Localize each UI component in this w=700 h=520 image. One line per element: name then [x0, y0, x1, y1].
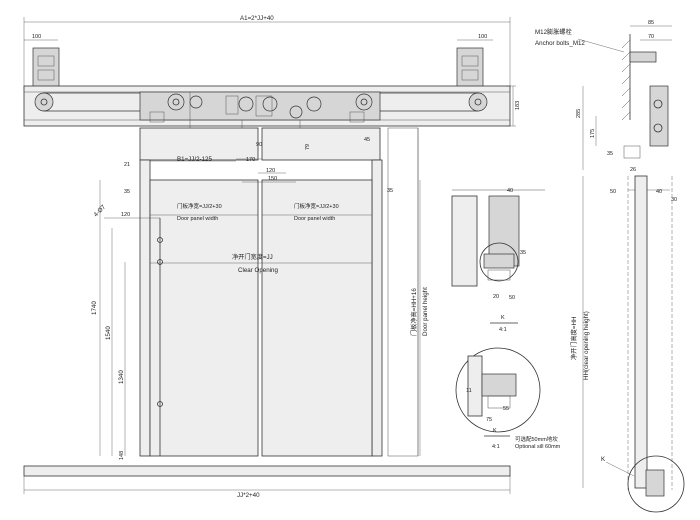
side-dim-30: 30: [671, 197, 677, 203]
side-dim-175: 175: [590, 129, 596, 138]
panel-width-label-cn-right: 门板净宽=JJ/2+30: [294, 202, 339, 210]
side-dim-285: 285: [576, 109, 582, 118]
side-detail-circle: [627, 455, 685, 513]
header-dimensions: B1=JJ/2-125 170 90 79 45 120 150 21 35 3…: [124, 137, 393, 195]
opening-height-label-cn: 净开门高度=HH: [570, 317, 578, 361]
dim-35-left: 35: [124, 189, 130, 195]
wall-hatch: [621, 39, 631, 121]
bracket-dimensions: 100 100: [24, 34, 493, 41]
panel-height-label-en: Door panel height: [422, 287, 429, 336]
clear-opening-label-cn: 净开门宽度=JJ: [232, 253, 273, 261]
side-dim-50: 50: [610, 189, 616, 195]
front-view: A1=2*JJ+40 100 100 183: [23, 15, 521, 499]
side-dim-85: 85: [648, 20, 654, 26]
detail-dim-35: 35: [520, 250, 526, 256]
side-dim-40: 40: [656, 189, 662, 195]
panel-height-dimension: 门板净高=HH+16 Door panel height: [410, 180, 429, 456]
drive-mechanism: [139, 91, 381, 134]
bracket-right-width: 100: [478, 34, 487, 40]
detail-dim-55: 55: [503, 406, 509, 412]
detail-view-top: 40 35 20 50 K 4:1: [451, 188, 545, 333]
panel-width-dimensions: 门板净宽=JJ/2+30 Door panel width 门板净宽=JJ/2+…: [150, 202, 372, 222]
clear-opening-dimension: 净开门宽度=JJ Clear Opening: [150, 253, 372, 274]
detail-circle-top: [479, 242, 519, 282]
overall-width-label: A1=2*JJ+40: [240, 15, 274, 22]
detail-view-bottom: 11 75 55 K 4:1 可选配50mm地坎 Optional sill 6…: [455, 347, 561, 450]
dim-1540: 1540: [105, 326, 112, 340]
pulley-right: [468, 92, 488, 112]
dim-1740: 1740: [91, 301, 98, 315]
door-panel-right: [261, 179, 373, 457]
sill-note-en: Optional sill 60mm: [515, 444, 561, 450]
detail-dim-50: 50: [509, 295, 515, 301]
dim-21: 21: [124, 162, 130, 168]
dim-45: 45: [364, 137, 370, 143]
detail-dim-20: 20: [493, 294, 499, 300]
anchor-label-cn: M12膨胀螺栓: [535, 28, 572, 36]
detail-dim-40: 40: [507, 188, 513, 194]
bracket-left-width: 100: [32, 34, 41, 40]
panel-width-label-en-left: Door panel width: [177, 216, 218, 222]
side-dim-70: 70: [648, 34, 654, 40]
panel-width-label-en-right: Door panel width: [294, 216, 335, 222]
side-hanger: [649, 85, 669, 147]
floor-sill: [23, 465, 511, 477]
b1-label: B1=JJ/2-125: [177, 156, 212, 163]
clear-opening-label-en: Clear Opening: [238, 267, 278, 274]
panel-width-label-cn-left: 门板净宽=JJ/2+30: [177, 202, 222, 210]
door-panel-left: [149, 179, 259, 457]
side-dim-26: 26: [630, 167, 636, 173]
mounting-bracket-left: [32, 47, 60, 89]
dim-120-top: 120: [266, 168, 275, 174]
anchor-label-en: Anchor bolts_M12: [535, 40, 585, 47]
dim-120-left: 120: [121, 212, 130, 218]
panel-height-label-cn: 门板净高=HH+16: [410, 288, 418, 336]
dim-90: 90: [256, 142, 262, 148]
mounting-bracket-right: [456, 47, 484, 89]
hanger-plate-left: [139, 127, 259, 161]
bottom-width-label: JJ*2+40: [237, 492, 260, 499]
dim-79: 79: [305, 144, 311, 150]
frame-post-left: [139, 159, 151, 457]
detail-circle-bottom: [455, 347, 541, 433]
detail-dim-11: 11: [466, 388, 472, 394]
header-height-label: 183: [515, 101, 521, 110]
side-door-panel: [634, 175, 648, 489]
detail-k-top: K: [501, 315, 505, 321]
dim-148: 148: [119, 451, 125, 460]
hanger-plate-right: [261, 127, 381, 161]
dim-150: 150: [268, 176, 277, 182]
pulley-left: [34, 92, 54, 112]
sill-note-cn: 可选配50mm地坎: [515, 435, 558, 443]
detail-dim-75: 75: [486, 417, 492, 423]
detail-k-bottom: K: [493, 428, 497, 434]
dim-35-right: 35: [387, 188, 393, 194]
callout-k: K: [601, 456, 606, 463]
dim-1340: 1340: [118, 370, 125, 384]
opening-height-label-en: HH(clear opening height): [583, 311, 590, 380]
detail-scale-top: 4:1: [499, 327, 507, 333]
frame-post-right: [371, 159, 383, 457]
side-view: M12膨胀螺栓 Anchor bolts_M12 85 70 285 175 3…: [535, 20, 685, 513]
dim-170: 170: [246, 157, 255, 163]
overall-width-dimension: A1=2*JJ+40: [23, 15, 511, 90]
detail-scale-bottom: 4:1: [492, 444, 500, 450]
side-dim-35: 35: [607, 151, 613, 157]
